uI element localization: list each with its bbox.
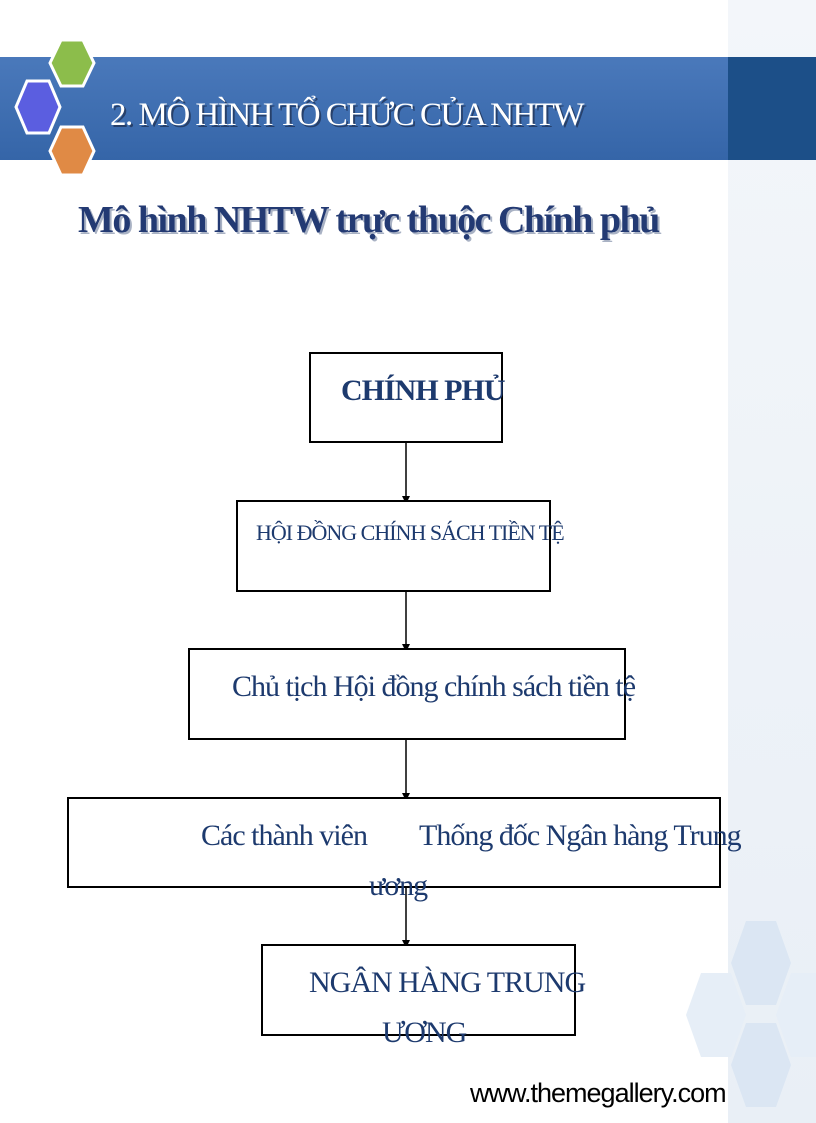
node-members-label: Các thành viên <box>201 819 368 852</box>
node-government-label: CHÍNH PHỦ <box>341 374 505 407</box>
node-monetary-council: HỘI ĐỒNG CHÍNH SÁCH TIỀN TỆ <box>236 500 565 592</box>
footer-url: www.themegallery.com <box>470 1078 727 1108</box>
node-members-governor: Các thành viên Thống đốc Ngân hàng Trung… <box>67 797 742 902</box>
title-bar-accent <box>728 57 816 160</box>
node-governor-label-continued: ương <box>369 869 428 902</box>
title-bar <box>0 57 816 160</box>
node-monetary-council-label: HỘI ĐỒNG CHÍNH SÁCH TIỀN TỆ <box>256 520 565 545</box>
hexagon-pattern-icon <box>686 921 816 1107</box>
diagram-subtitle: Mô hình NHTW trực thuộc Chính phủ <box>78 199 660 241</box>
node-central-bank-label: NGÂN HÀNG TRUNG <box>309 966 586 999</box>
node-government: CHÍNH PHỦ <box>309 352 505 443</box>
slide-title: 2. MÔ HÌNH TỔ CHỨC CỦA NHTW <box>110 97 585 133</box>
node-governor-label: Thống đốc Ngân hàng Trung <box>419 819 742 852</box>
node-central-bank: NGÂN HÀNG TRUNG ƯƠNG <box>261 944 586 1049</box>
node-central-bank-label-continued: ƯƠNG <box>382 1016 467 1049</box>
node-council-chair: Chủ tịch Hội đồng chính sách tiền tệ <box>188 648 636 740</box>
hexagon-cluster-icon <box>14 38 96 177</box>
node-council-chair-label: Chủ tịch Hội đồng chính sách tiền tệ <box>232 670 636 703</box>
